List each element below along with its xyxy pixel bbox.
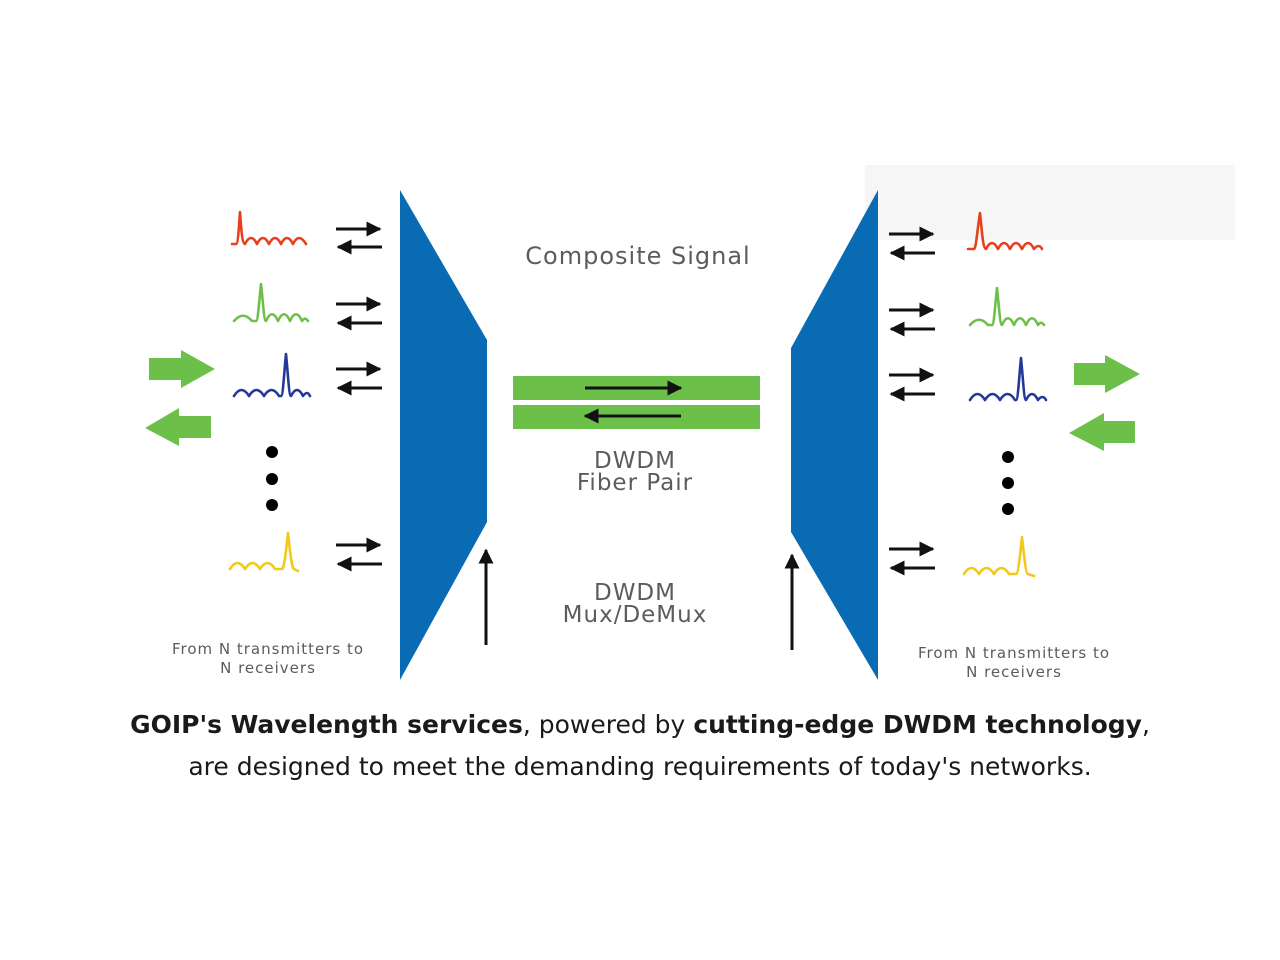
background-shade xyxy=(865,165,1235,240)
fiber-pair-label: DWDM Fiber Pair xyxy=(530,448,740,496)
caption-bold-tech: cutting-edge DWDM technology xyxy=(693,710,1142,739)
mux-demux-label: DWDM Mux/DeMux xyxy=(530,580,740,628)
caption-line-1: GOIP's Wavelength services, powered by c… xyxy=(0,710,1280,739)
caption-line-2: are designed to meet the demanding requi… xyxy=(188,752,1092,781)
left-ellipsis-dot xyxy=(266,499,278,511)
right-output-green-arrow xyxy=(1074,355,1140,393)
right-signal-blue xyxy=(968,356,1048,402)
left-output-green-arrow xyxy=(145,408,211,446)
left-signal-red xyxy=(230,210,308,246)
caption-text-a: , powered by xyxy=(522,710,694,739)
right-ellipsis-dot xyxy=(1002,503,1014,515)
fiber-pair-label-line1: DWDM xyxy=(593,448,676,474)
left-arrow-pairs xyxy=(336,221,382,572)
composite-signal-label: Composite Signal xyxy=(525,242,751,270)
right-arrow-pairs xyxy=(889,226,935,576)
left-note-line2: N receivers xyxy=(220,659,316,677)
left-ellipsis-dot xyxy=(266,473,278,485)
fiber-pair-label-line2: Fiber Pair xyxy=(576,470,694,496)
right-signal-yellow xyxy=(962,535,1036,578)
right-signal-green xyxy=(968,286,1046,327)
right-mux-demux xyxy=(791,190,878,680)
left-input-green-arrow xyxy=(149,350,215,388)
left-signal-yellow xyxy=(228,531,300,573)
right-signal-red xyxy=(966,211,1044,251)
right-note: From N transmitters to N receivers xyxy=(894,644,1134,682)
left-note-line1: From N transmitters to xyxy=(171,640,365,658)
left-mux-demux xyxy=(400,190,487,680)
mux-demux-label-line2: Mux/DeMux xyxy=(562,602,708,628)
left-ellipsis-dot xyxy=(266,446,278,458)
right-note-line2: N receivers xyxy=(966,663,1062,681)
caption-bold-brand: GOIP's Wavelength services xyxy=(130,710,523,739)
left-signal-blue xyxy=(232,352,312,398)
mux-demux-label-line1: DWDM xyxy=(593,580,676,606)
left-signal-green xyxy=(232,282,310,323)
right-ellipsis-dot xyxy=(1002,451,1014,463)
left-note: From N transmitters to N receivers xyxy=(148,640,388,678)
caption-text-b: , xyxy=(1141,710,1150,739)
right-input-green-arrow xyxy=(1069,413,1135,451)
right-note-line1: From N transmitters to xyxy=(917,644,1111,662)
right-ellipsis-dot xyxy=(1002,477,1014,489)
